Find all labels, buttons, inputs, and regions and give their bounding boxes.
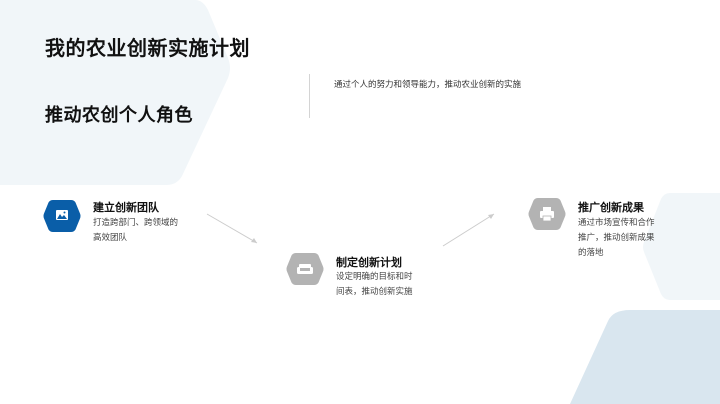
step-title: 建立创新团队 [93,201,159,214]
slide-description: 通过个人的努力和领导能力，推动农业创新的实施 [334,80,522,90]
step-text: 通过市场宣传和合作推广，推动创新成果的落地 [578,218,655,258]
image-icon [43,200,81,232]
slide-title: 我的农业创新实施计划 [45,36,250,60]
step-text: 设定明确的目标和时间表，推动创新实施 [336,272,413,297]
step-text: 打造跨部门、跨领域的高效团队 [93,218,179,243]
arrow-down-right-icon [206,213,258,244]
printer-icon [528,198,566,230]
background-hexagon-top-left [0,0,230,185]
background-hexagon-right [643,193,720,300]
slide-subtitle: 推动农创个人角色 [45,105,193,126]
arrow-up-right-icon [442,213,495,247]
sofa-icon [286,253,324,285]
step-title: 制定创新计划 [336,256,402,269]
background-hexagon-bottom-right [570,310,720,404]
divider-line [309,74,310,118]
step-title: 推广创新成果 [578,201,644,214]
